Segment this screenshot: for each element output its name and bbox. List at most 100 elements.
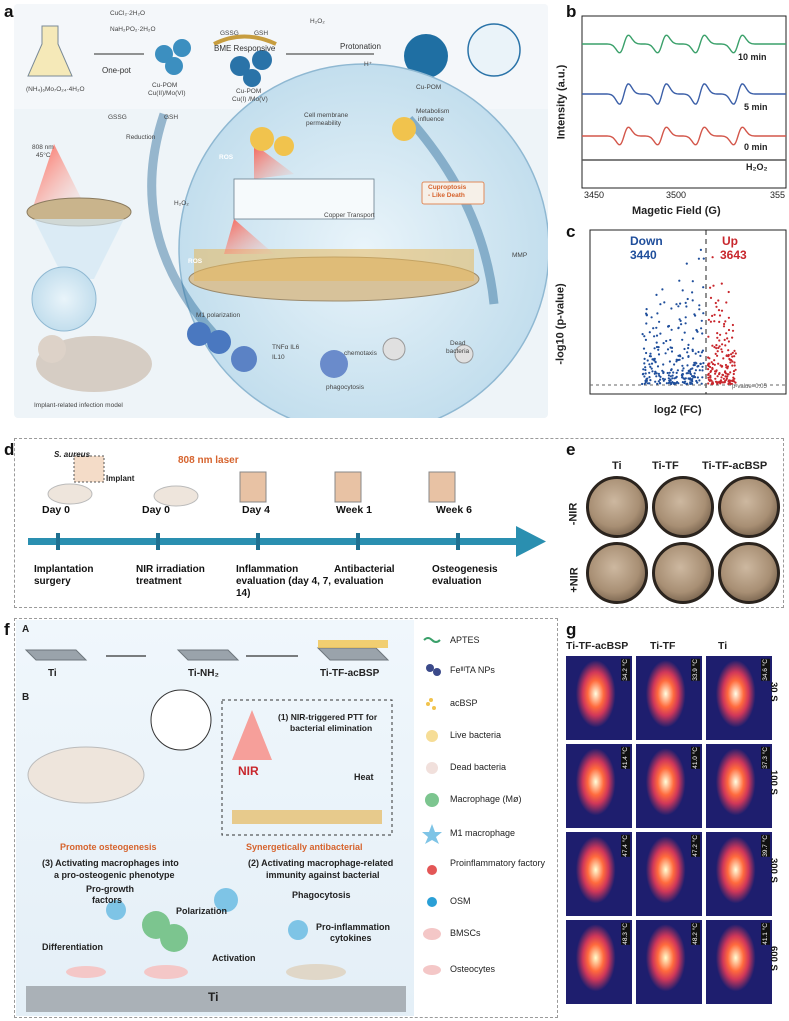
timeline-day-1: Day 0 [42,504,71,516]
plate-titfacbsp-minus [718,476,780,538]
gsh-label: GSH [254,30,269,37]
ptt-label-b: bacterial elimination [290,723,373,733]
reagent-label-2: NaH₂PO₂·2H₂O [110,26,156,33]
activation-label: Activation [212,953,256,963]
substrate-ti-nh2: Ti-NH₂ [188,668,219,679]
legend-acbsp: acBSP [450,698,478,708]
thermal-image: 39.7 °C [706,832,772,916]
panel-f-main: A B Ti Ti-NH₂ Ti-TF-acBSP NIR Heat (1) N… [16,620,414,1016]
synergy-antibacterial: Synergetically antibacterial [246,842,363,852]
h2o2-label-top: H₂O₂ [310,18,325,25]
epr-series-10min: 10 min [738,52,767,62]
thermal-time-label: 300 S [768,858,779,883]
mmp-label: MMP [512,252,528,259]
epr-tick-3: 355 [770,190,786,200]
thermal-image: 48.2 °C [636,920,702,1004]
ptt-label: (1) NIR-triggered PTT for [278,712,378,722]
thermal-temp-readout: 47.2 °C [691,835,700,857]
epr-xlabel: Magetic Field (G) [632,205,721,217]
timeline-day-5: Week 6 [436,504,472,516]
thermal-temp-readout: 34.6 °C [761,659,770,681]
plate-titfacbsp-plus [718,542,780,604]
phagocytosis-label-f: Phagocytosis [292,890,351,900]
legend-osm: OSM [450,896,471,906]
timeline-day-2: Day 0 [142,504,171,516]
promote-osteogenesis: Promote osteogenesis [60,842,157,852]
step3-label-b: a pro-osteogenic phenotype [54,870,175,880]
membrane-label-b: permeability [306,120,342,127]
plate-col-titfacbsp: Ti-TF-acBSP [702,460,768,472]
step2-label-b: immunity against bacterial [266,870,380,880]
thermal-temp-readout: 41.0 °C [691,747,700,769]
step3-label: (3) Activating macrophages into [42,858,179,868]
nir-label: NIR [238,764,259,778]
timeline-day-4: Week 1 [336,504,372,516]
thermal-temp-readout: 34.2 °C [621,659,630,681]
ti-base-label: Ti [208,990,219,1004]
dead-bacteria-label-b: bacteria [446,348,470,355]
thermal-image: 48.3 °C [566,920,632,1004]
thermal-image: 41.0 °C [636,744,702,828]
protonation-label: Protonation [340,42,381,51]
thermal-temp-readout: 47.4 °C [621,835,630,857]
chemotaxis-label: chemotaxis [344,350,377,357]
timeline-implant: Implant [106,474,135,483]
ros-label-2: ROS [188,258,203,265]
epr-ylabel: Intensity (a.u.) [555,64,568,140]
legend-macrophage: Macrophage (Mø) [450,794,522,804]
panel-d-box [14,438,784,608]
epr-line-1 [582,83,786,105]
model-label: Implant-related infection model [34,402,123,409]
reagent-label-3: (NH₄)₆Mo₇O₂₄·4H₂O [26,86,85,93]
panel-d-letter: d [4,440,15,459]
plate-titf-plus [652,542,714,604]
plate-ti-plus [586,542,648,604]
volcano-threshold: p-value=0.05 [732,384,767,390]
timeline-arrow [28,526,546,557]
epr-tick-2: 3500 [666,190,687,200]
volcano-chart: -log10 (p-value) log2 (FC) Down 3440 Up … [555,226,789,422]
plate-titf-minus [652,476,714,538]
ros-label-1: ROS [219,154,234,161]
legend-osteocytes: Osteocytes [450,964,496,974]
gssg-label: GSSG [220,30,239,37]
thermal-image: 41.4 °C [566,744,632,828]
epr-tick-1: 3450 [584,190,605,200]
polarization-label: Polarization [176,906,228,916]
thermal-image: 34.2 °C [566,656,632,740]
panel-f-sub-b: B [22,692,30,703]
m1-label: M1 polarization [196,312,241,319]
volcano-points [641,248,737,386]
thermal-temp-readout: 48.2 °C [691,923,700,945]
cu-pom-ox-2: Cu(I) /Mo(V) [232,96,268,103]
thermal-temp-readout: 37.3 °C [761,747,770,769]
timeline-s-aureus: S. aureus [54,450,91,459]
h-plus-label: H⁺ [364,61,373,68]
legend-dead-bacteria: Dead bacteria [450,762,507,772]
substrate-ti: Ti [48,668,57,679]
volcano-down-label: Down [630,234,663,248]
heat-label: Heat [354,772,374,782]
panel-b-letter: b [566,2,577,21]
laser-temp-a: 45°C [36,152,51,159]
volcano-up-count: 3643 [720,248,747,262]
phagocytosis-label: phagocytosis [326,384,364,391]
timeline-desc-5: Osteogenesis evaluation [432,564,498,587]
thermal-temp-readout: 41.1 °C [761,923,770,945]
cu-pom-label-3: Cu-POM [416,84,442,91]
thermal-image: 47.2 °C [636,832,702,916]
thermal-temp-readout: 39.7 °C [761,835,770,857]
plate-col-ti: Ti [612,460,622,472]
thermal-temp-readout: 33.9 °C [691,659,700,681]
cuproptosis-label-b: - Like Death [428,192,465,199]
cu-pom-ox-1: Cu(II)/Mo(VI) [148,90,186,97]
epr-plot [581,15,787,189]
h2o2-label-mid: H₂O₂ [174,200,189,207]
legend-proinflammatory: Proinflammatory factory [450,858,546,868]
timeline-desc-3: Inflammation evaluation (day 4, 7, 14) [236,564,332,599]
panel-f-sub-a: A [22,624,30,635]
pro-growth-label-b: factors [92,895,123,905]
copper-transport-label: Copper Transport [324,212,375,219]
panel-a-illustration [14,4,548,418]
plate-ti-minus [586,476,648,538]
